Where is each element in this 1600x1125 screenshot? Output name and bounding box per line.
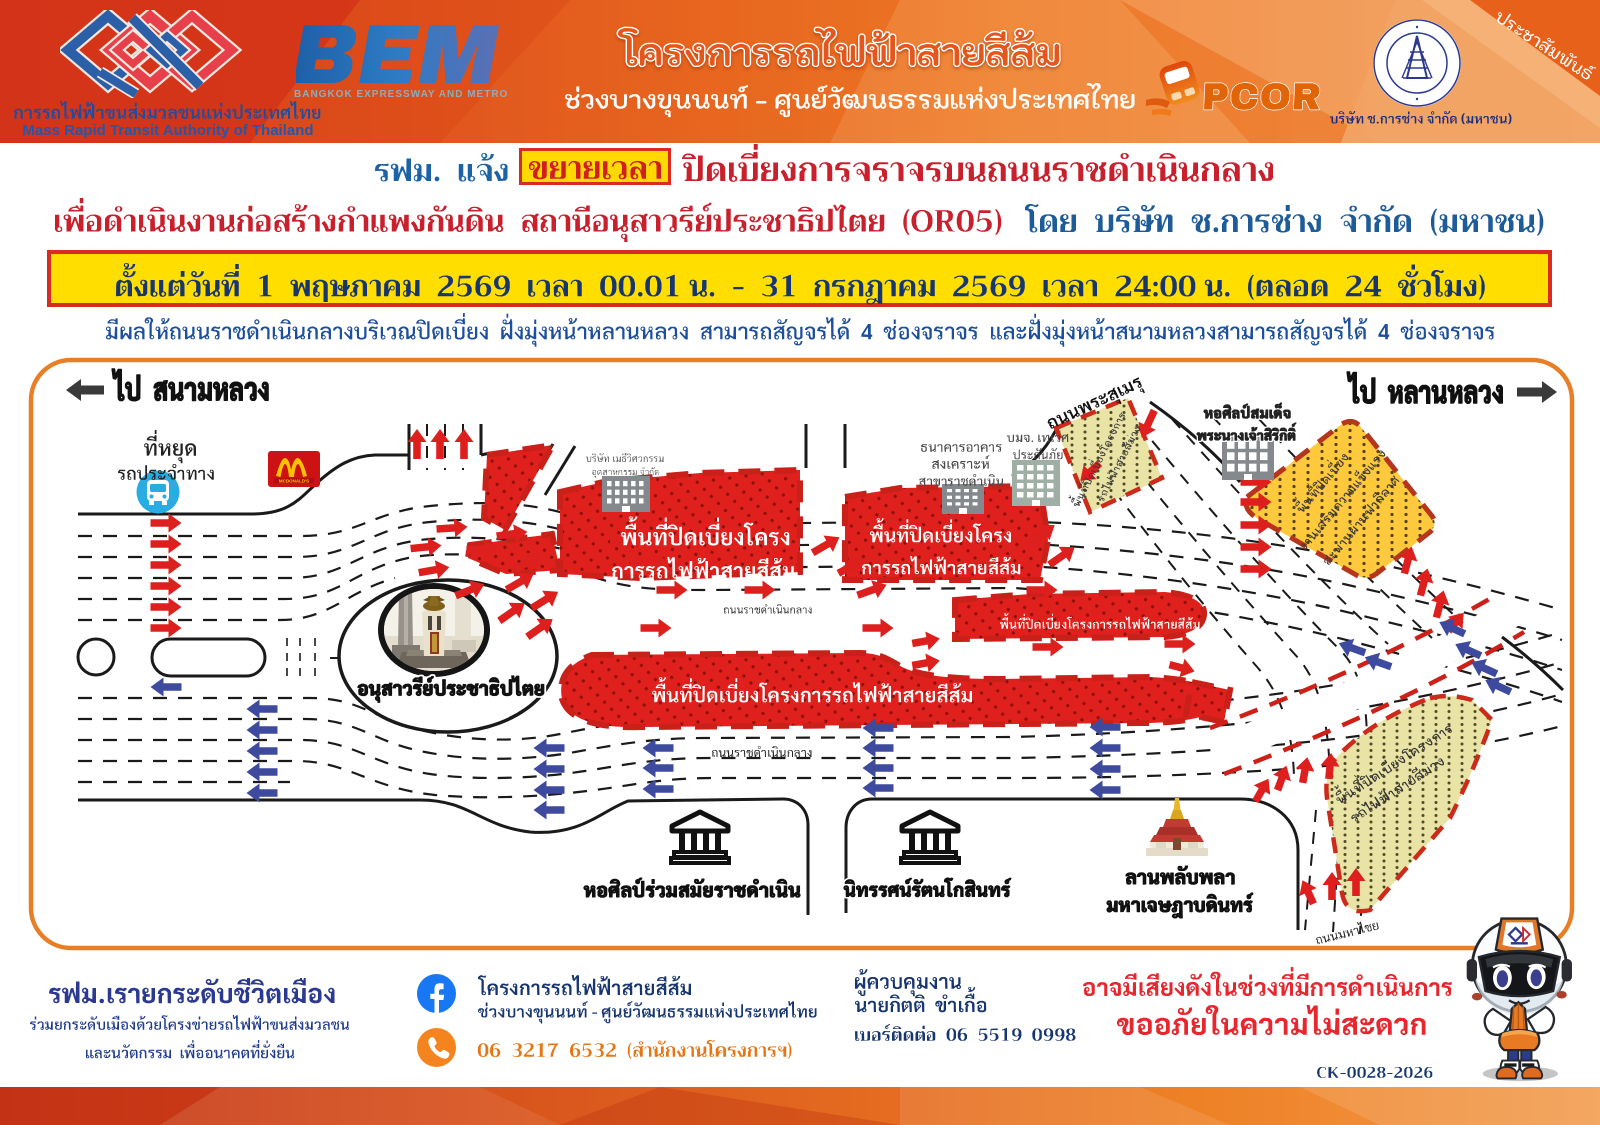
svg-text:MCDONALD'S: MCDONALD'S [279,479,309,484]
